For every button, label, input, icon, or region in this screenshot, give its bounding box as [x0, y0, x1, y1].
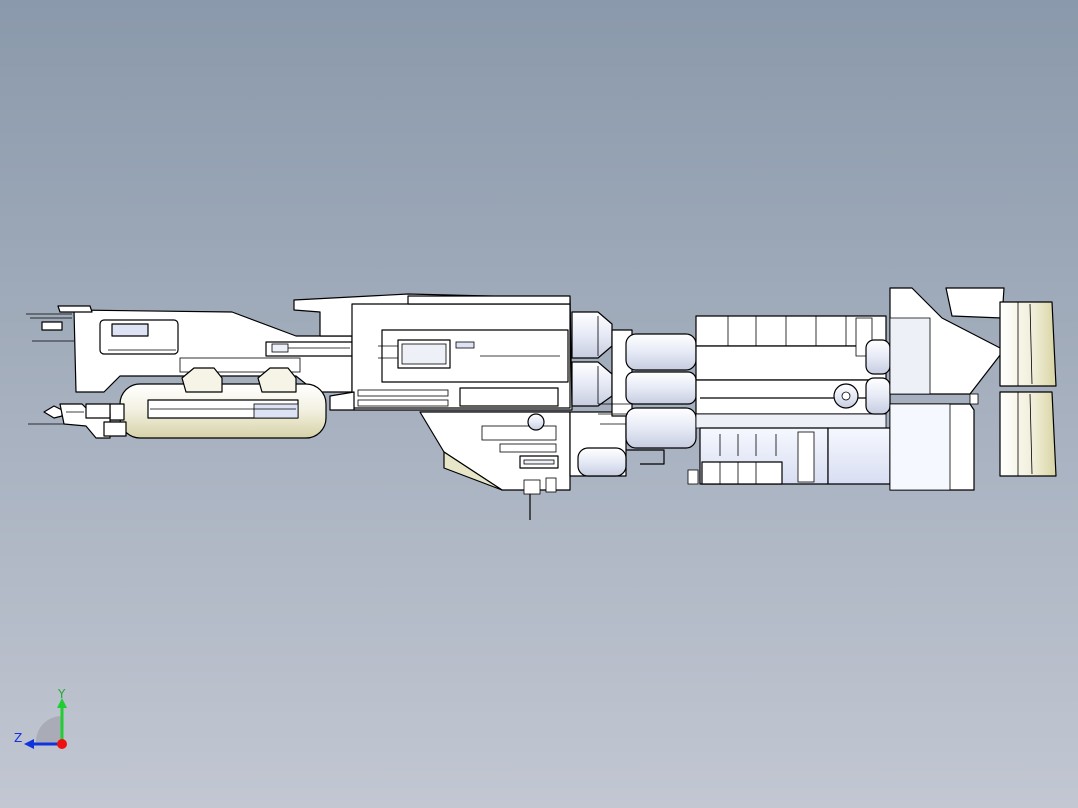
x-axis-dot [57, 739, 67, 749]
y-axis-label: Y [58, 687, 66, 701]
z-axis-arrowhead [24, 739, 34, 749]
lower-keel [419, 411, 571, 520]
main-thrusters [999, 301, 1057, 477]
triad-arc [35, 715, 62, 744]
aft-hull [687, 315, 891, 485]
y-axis-arrowhead [57, 698, 67, 708]
central-module [293, 293, 573, 411]
mid-engines [569, 311, 697, 477]
z-axis-label: Z [14, 731, 23, 745]
fuel-tank [109, 367, 327, 439]
nose-gun [59, 403, 127, 439]
coordinate-triad [24, 698, 67, 749]
front-sensors [26, 313, 74, 425]
rear-engine-block [889, 287, 1005, 491]
